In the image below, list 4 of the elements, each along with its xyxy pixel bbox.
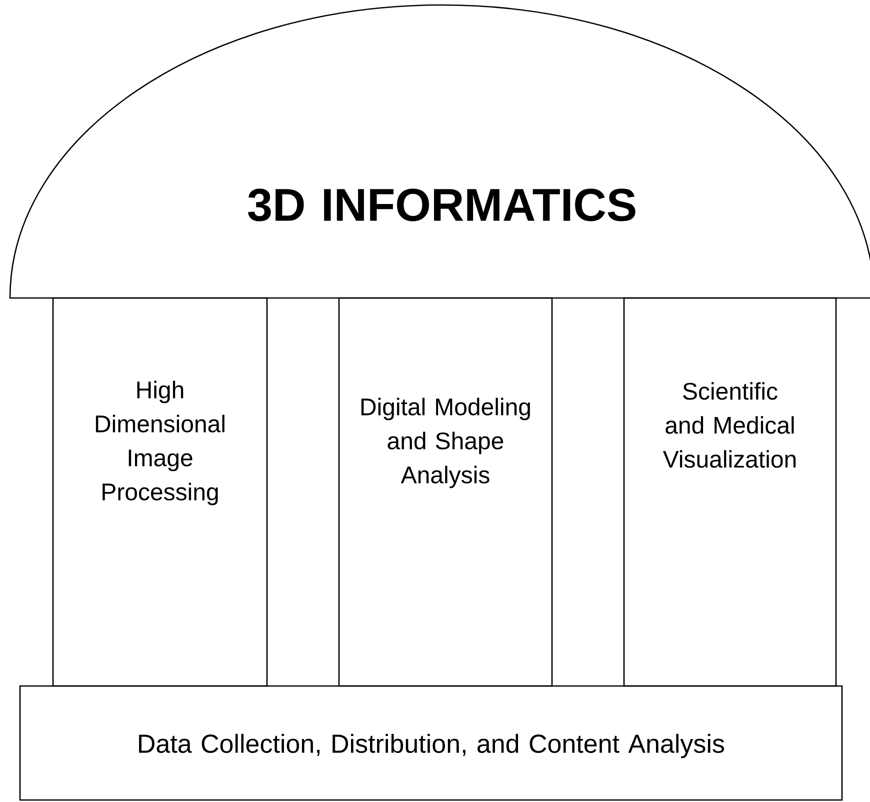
- pillar-box: High Dimensional Image Processing: [52, 297, 268, 687]
- base-box: Data Collection, Distribution, and Content Analysis: [19, 685, 843, 801]
- pillar-box: Digital Modeling and Shape Analysis: [338, 297, 553, 687]
- pillar-box: Scientific and Medical Visualization: [623, 297, 837, 687]
